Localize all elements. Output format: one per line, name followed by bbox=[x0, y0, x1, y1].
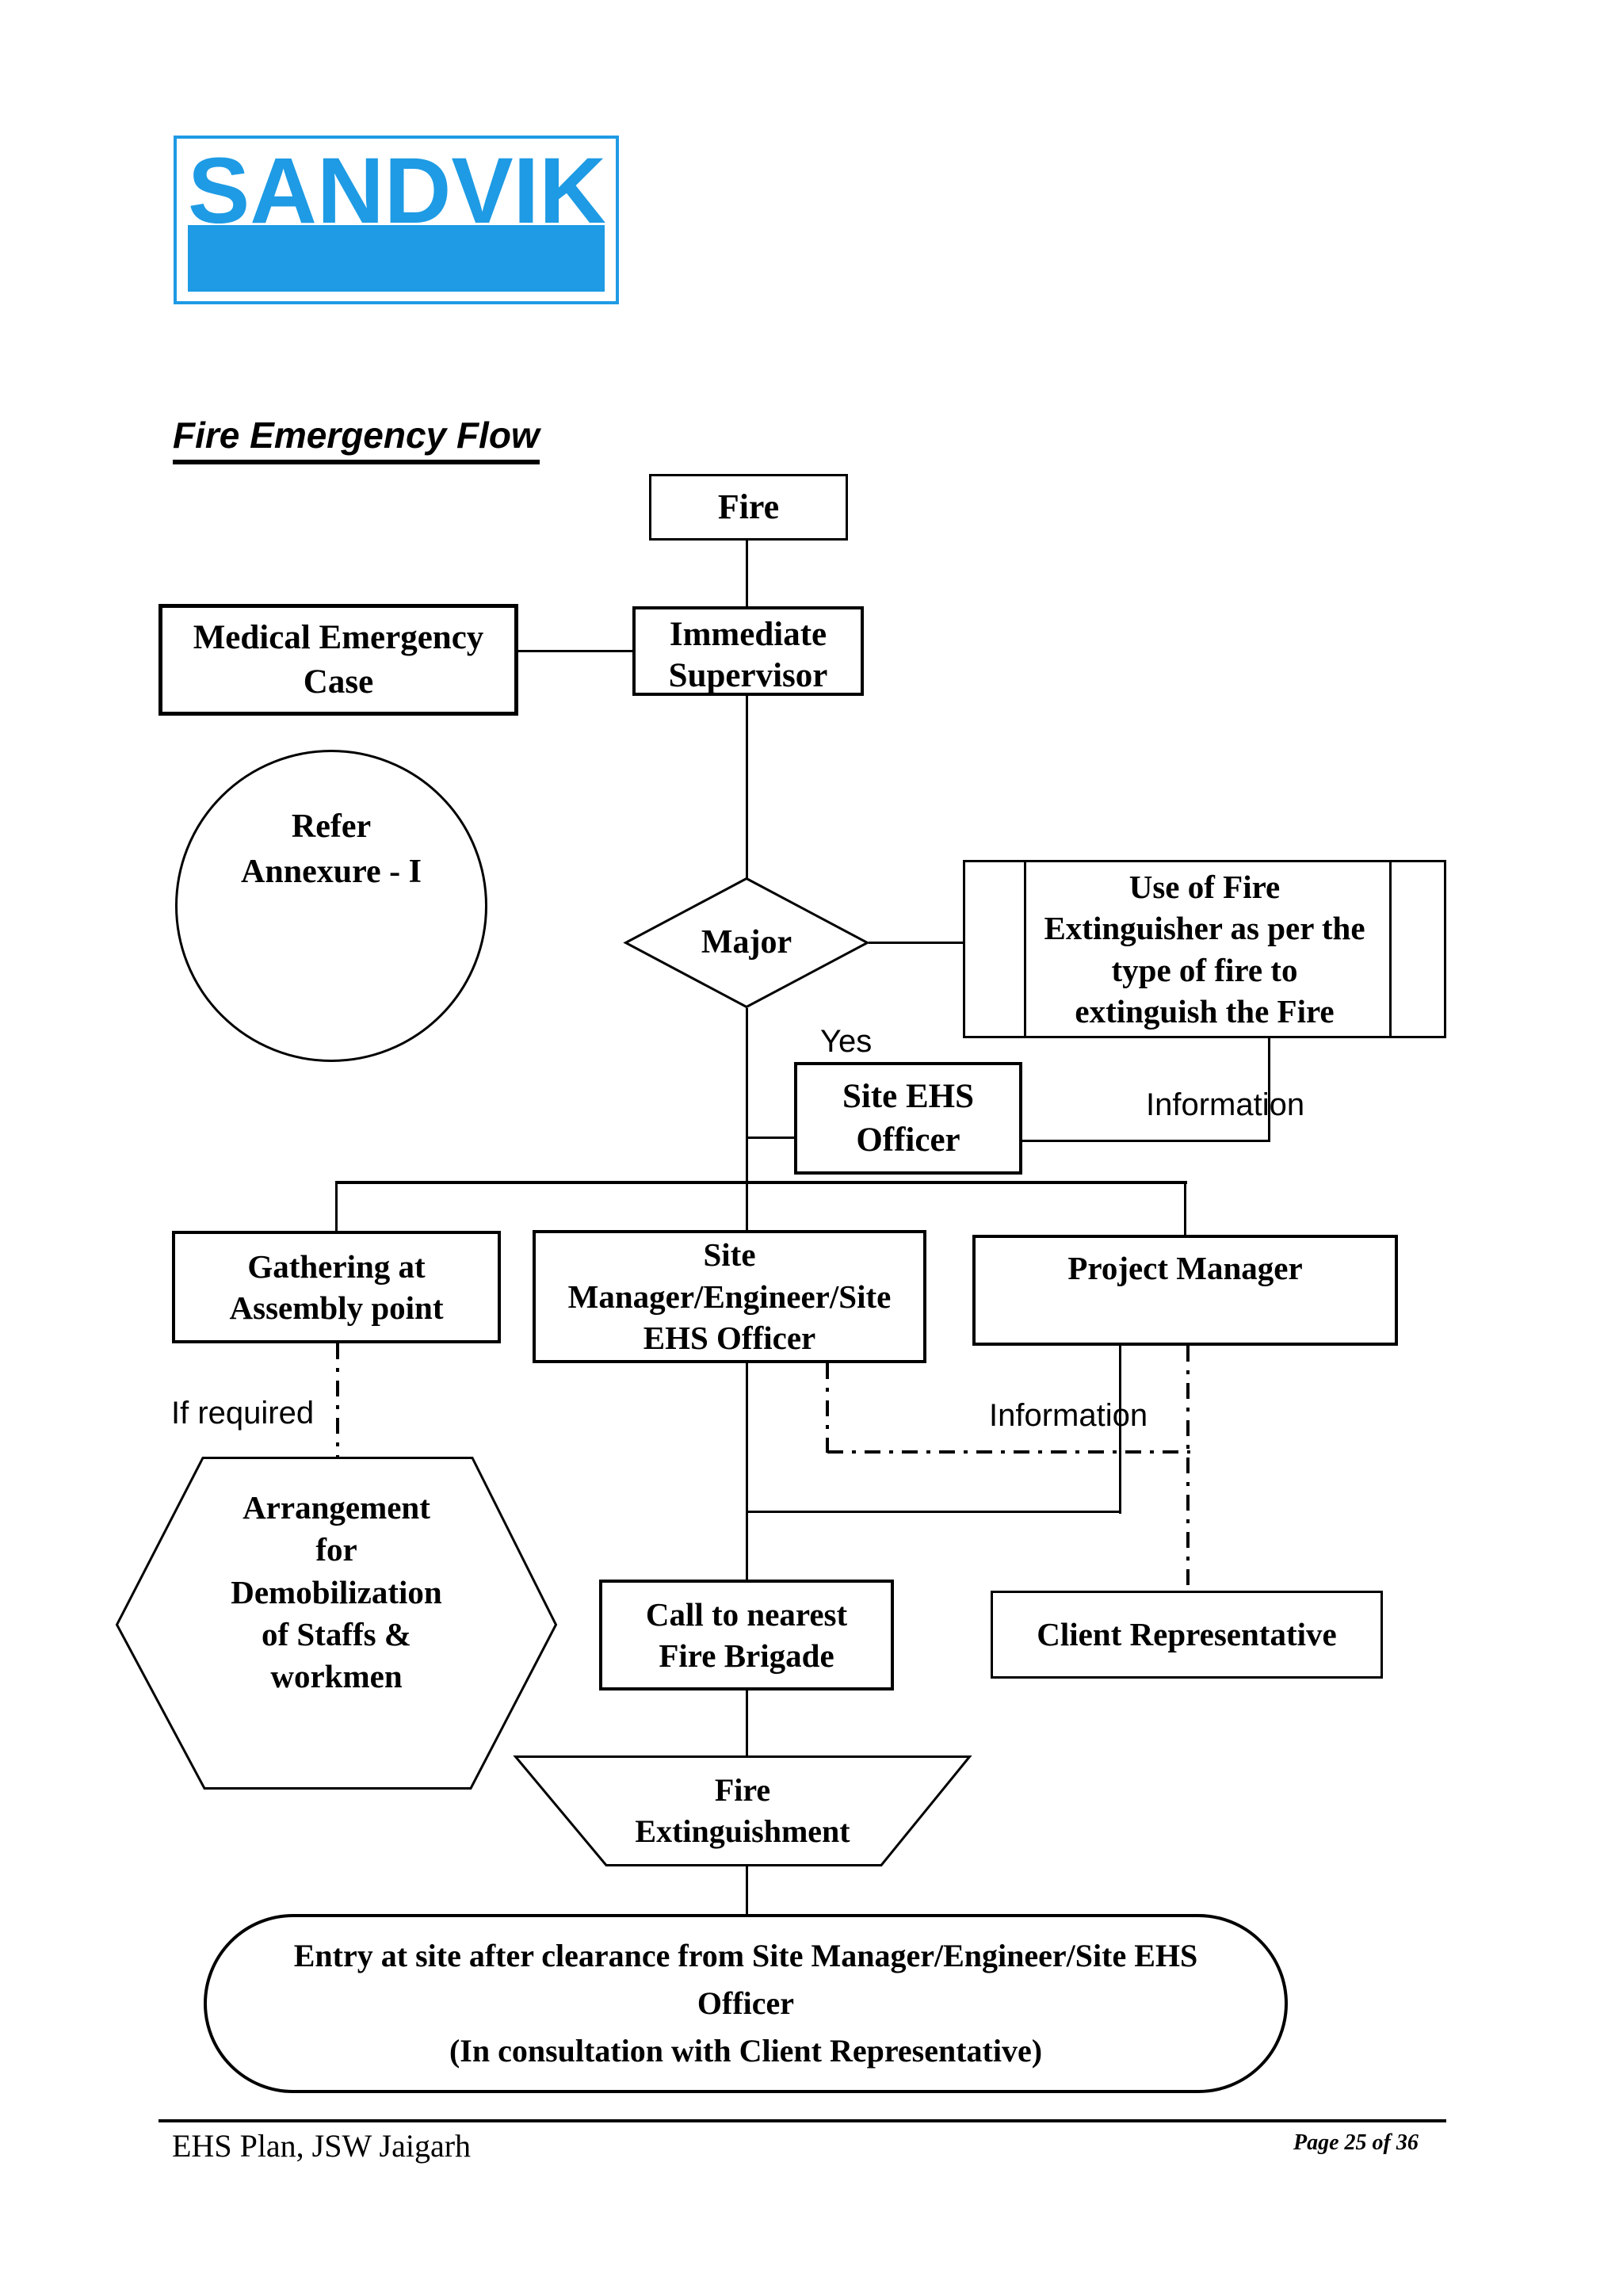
label-yes: Yes bbox=[820, 1024, 873, 1059]
connector-trapezoid-entry bbox=[746, 1866, 748, 1915]
connector-join-horizontal bbox=[746, 1511, 1121, 1513]
connector-information-siteehs bbox=[1022, 1140, 1270, 1142]
sandvik-logo-text: SANDVIK bbox=[188, 147, 606, 234]
connector-projectmanager-down bbox=[1119, 1346, 1121, 1514]
page-title: Fire Emergency Flow bbox=[173, 414, 540, 464]
svg-text:SANDVIK: SANDVIK bbox=[188, 147, 606, 234]
predefined-process-left-bar bbox=[1024, 862, 1026, 1036]
node-medical-emergency: Medical Emergency Case bbox=[158, 604, 518, 716]
node-demobilization-hexagon-shape bbox=[115, 1457, 558, 1790]
dashdot-sitemanager-down bbox=[826, 1363, 829, 1453]
connector-drop-projectmanager bbox=[1184, 1181, 1186, 1236]
node-gathering-assembly: Gathering at Assembly point bbox=[172, 1231, 501, 1343]
dashdot-gathering-hexagon bbox=[336, 1343, 339, 1457]
node-project-manager: Project Manager bbox=[972, 1235, 1398, 1346]
node-call-fire-brigade: Call to nearest Fire Brigade bbox=[599, 1580, 894, 1690]
node-use-of-fire-extinguisher-label: Use of Fire Extinguisher as per the type… bbox=[1044, 868, 1365, 1030]
connector-firebrigade-trapezoid bbox=[746, 1690, 748, 1756]
dashdot-projectmanager-clientrep bbox=[1186, 1346, 1190, 1591]
dashdot-information-horizontal bbox=[827, 1450, 1190, 1454]
node-site-manager: Site Manager/Engineer/Site EHS Officer bbox=[533, 1230, 926, 1363]
connector-fire-supervisor bbox=[746, 541, 748, 607]
sandvik-logo: SANDVIK bbox=[174, 136, 619, 304]
label-information-mid: Information bbox=[989, 1398, 1148, 1433]
connector-drop-gathering bbox=[335, 1181, 338, 1232]
footer-rule bbox=[158, 2119, 1446, 2122]
predefined-process-right-bar bbox=[1389, 862, 1392, 1036]
node-major-diamond-shape bbox=[623, 877, 870, 1009]
node-fire: Fire bbox=[649, 474, 848, 541]
label-if-required: If required bbox=[171, 1396, 315, 1431]
node-refer-annexure: Refer Annexure - I bbox=[175, 750, 487, 1062]
connector-branch-horizontal bbox=[335, 1181, 1187, 1184]
connector-supervisor-major bbox=[746, 695, 748, 878]
connector-major-branch bbox=[746, 1008, 748, 1231]
node-entry-at-site: Entry at site after clearance from Site … bbox=[204, 1914, 1288, 2093]
sandvik-logo-bar bbox=[188, 225, 605, 292]
connector-stub-siteehs bbox=[746, 1137, 795, 1139]
node-fire-extinguishment-shape bbox=[513, 1755, 972, 1866]
node-immediate-supervisor: Immediate Supervisor bbox=[632, 606, 864, 696]
node-use-of-fire-extinguisher: Use of Fire Extinguisher as per the type… bbox=[963, 860, 1446, 1038]
connector-extinguisher-down bbox=[1268, 1038, 1270, 1142]
connector-major-extinguisher bbox=[869, 942, 964, 944]
node-client-representative: Client Representative bbox=[991, 1591, 1383, 1679]
footer-page-number: Page 25 of 36 bbox=[1293, 2130, 1419, 2155]
connector-sitemanager-firebrigade bbox=[746, 1363, 748, 1580]
label-information-top: Information bbox=[1146, 1087, 1305, 1122]
footer-document-title: EHS Plan, JSW Jaigarh bbox=[172, 2128, 472, 2164]
node-site-ehs-officer: Site EHS Officer bbox=[794, 1062, 1022, 1175]
connector-medical-supervisor bbox=[518, 650, 633, 652]
